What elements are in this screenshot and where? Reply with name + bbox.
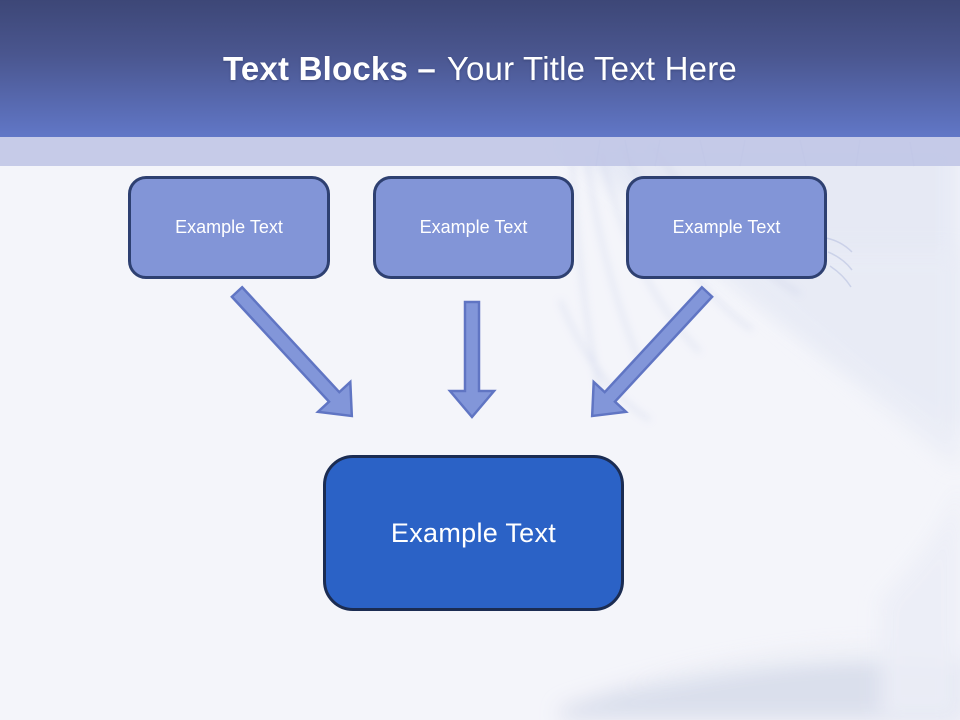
slide-header: Text Blocks – Your Title Text Here <box>0 0 960 137</box>
arrow-down-icon <box>447 300 497 419</box>
text-block-2: Example Text <box>373 176 574 279</box>
text-block-2-label: Example Text <box>419 217 528 237</box>
arrow-down-left-icon <box>590 285 714 418</box>
header-accent-strip <box>0 137 960 166</box>
title-bold-text: Text Blocks – <box>223 49 436 87</box>
title-regular-text: Your Title Text Here <box>446 49 737 87</box>
text-block-1: Example Text <box>128 176 330 279</box>
arrow-down-right-icon <box>230 285 354 418</box>
center-text-block: Example Text <box>323 455 624 611</box>
center-text-block-label: Example Text <box>390 517 557 548</box>
slide-title: Text Blocks – Your Title Text Here <box>223 50 737 88</box>
text-block-3-label: Example Text <box>672 217 781 237</box>
text-block-1-label: Example Text <box>175 217 283 237</box>
text-block-3: Example Text <box>626 176 827 279</box>
